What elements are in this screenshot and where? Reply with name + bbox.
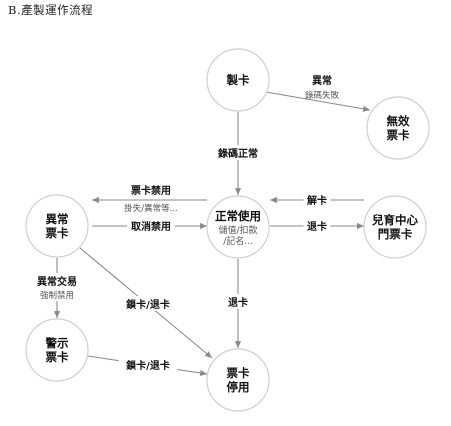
node-make: 製卡 — [206, 48, 270, 112]
node-normal-circle — [206, 195, 270, 259]
page-title: B.產製運作流程 — [8, 3, 94, 17]
node-abnormal-circle — [25, 194, 89, 258]
node-stop-label: 停用 — [227, 380, 250, 394]
edge-label-text: 異常 — [312, 74, 332, 87]
edge-label-text: 解卡 — [307, 194, 327, 207]
node-center-circle — [363, 195, 427, 259]
edge-label-text: 退卡 — [228, 296, 248, 309]
edge-sublabel-text: 掛失/異常等... — [124, 203, 177, 214]
edge-label-text: 鎖卡/退卡 — [126, 298, 170, 311]
node-normal-sublabel: 儲值/扣款 — [218, 224, 257, 236]
node-warn-circle — [25, 318, 89, 382]
node-abnormal-label: 異常 — [46, 212, 69, 226]
edge-label-bg — [127, 218, 175, 233]
node-abnormal-label: 票卡 — [46, 226, 69, 240]
edge-label-bg — [224, 294, 252, 309]
edge-label-text: 票卡禁用 — [131, 184, 171, 197]
node-center-label: 兒育中心 — [372, 213, 418, 227]
node-normal: 正常使用儲值/扣款/記名... — [206, 195, 270, 259]
edge-label-bg — [214, 145, 262, 160]
node-invalid-label: 票卡 — [387, 128, 410, 142]
edge-label-normal-stop: 退卡 — [224, 294, 252, 309]
edge-label-text: 取消禁用 — [131, 220, 171, 233]
edge-label-text: 錄碼正常 — [218, 147, 258, 160]
node-stop-circle — [206, 348, 270, 412]
node-normal-sublabel: /記名... — [223, 235, 253, 247]
edge-label-abnormal-stop: 鎖卡/退卡 — [118, 296, 178, 311]
edge-label-abnormal-normal: 取消禁用 — [127, 218, 175, 233]
edge-label-center-normal: 解卡 — [303, 192, 331, 207]
edge-labels-layer: 異常錄碼失敗錄碼正常票卡禁用掛失/異常等...取消禁用解卡退卡異常交易強制禁用鎖… — [33, 74, 339, 372]
node-normal-label: 正常使用 — [215, 209, 261, 223]
edge-label-normal-center: 退卡 — [303, 218, 331, 233]
edge-label-text: 異常交易 — [37, 275, 77, 288]
edge-make-invalid — [265, 91, 371, 112]
node-invalid-label: 無效 — [387, 114, 410, 128]
edge-label-bg — [303, 218, 331, 233]
node-make-label: 製卡 — [226, 73, 250, 87]
edge-sublabel-text: 強制禁用 — [40, 290, 74, 301]
edge-label-warn-stop: 鎖卡/退卡 — [118, 357, 178, 372]
edge-label-text: 鎖卡/退卡 — [126, 359, 170, 372]
node-invalid-circle — [366, 96, 430, 160]
edge-label-bg — [118, 357, 178, 372]
node-center-label: 門票卡 — [378, 227, 413, 241]
edge-label-make-normal: 錄碼正常 — [214, 145, 262, 160]
edge-label-bg — [303, 192, 331, 207]
edge-label-text: 退卡 — [307, 220, 327, 233]
node-warn-label: 警示 — [45, 336, 69, 350]
edge-label-bg — [118, 296, 178, 311]
node-warn-label: 票卡 — [46, 350, 69, 364]
node-make-circle — [206, 48, 270, 112]
edge-sublabel-text: 錄碼失敗 — [305, 90, 340, 101]
edge-label-bg — [33, 273, 81, 301]
edge-label-normal-abnormal: 票卡禁用掛失/異常等... — [124, 184, 177, 214]
node-stop-label: 票卡 — [227, 366, 250, 380]
